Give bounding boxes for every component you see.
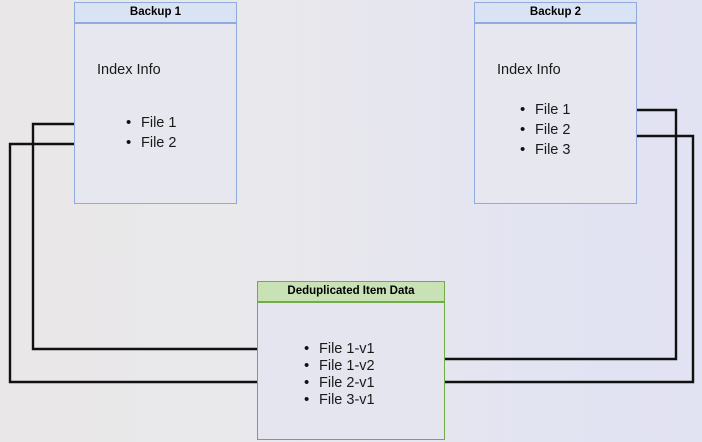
node-backup-1: Backup 1 Index Info File 1 File 2 [74, 2, 237, 204]
node-backup-1-header: Backup 1 [74, 2, 237, 23]
connector-backup2-file2-to-file2v1 [391, 134, 695, 386]
connector-backup2-file1-to-file1v2 [391, 108, 678, 363]
list-item: File 2-v1 [304, 374, 375, 392]
node-backup-2-header: Backup 2 [474, 2, 637, 23]
backup-1-file-list: File 1 File 2 [126, 114, 176, 152]
list-item: File 2 [520, 121, 570, 139]
list-item: File 1 [126, 114, 176, 132]
connector-backup1-file2-to-file2v1 [8, 142, 299, 386]
node-deduplicated-item-data: Deduplicated Item Data File 1-v1 File 1-… [257, 281, 445, 440]
list-item: File 1-v2 [304, 357, 375, 375]
list-item: File 2 [126, 134, 176, 152]
list-item: File 3-v1 [304, 391, 375, 409]
node-backup-2-body: Index Info File 1 File 2 File 3 [474, 23, 637, 204]
backup-2-index-info-label: Index Info [497, 62, 561, 78]
node-backup-2: Backup 2 Index Info File 1 File 2 File 3 [474, 2, 637, 204]
node-dedup-header: Deduplicated Item Data [257, 281, 445, 302]
list-item: File 3 [520, 141, 570, 159]
list-item: File 1 [520, 101, 570, 119]
list-item: File 1-v1 [304, 340, 375, 358]
backup-2-file-list: File 1 File 2 File 3 [520, 101, 570, 159]
backup-1-index-info-label: Index Info [97, 62, 161, 78]
node-backup-1-body: Index Info File 1 File 2 [74, 23, 237, 204]
dedup-file-list: File 1-v1 File 1-v2 File 2-v1 File 3-v1 [304, 340, 375, 409]
node-dedup-body: File 1-v1 File 1-v2 File 2-v1 File 3-v1 [257, 302, 445, 440]
